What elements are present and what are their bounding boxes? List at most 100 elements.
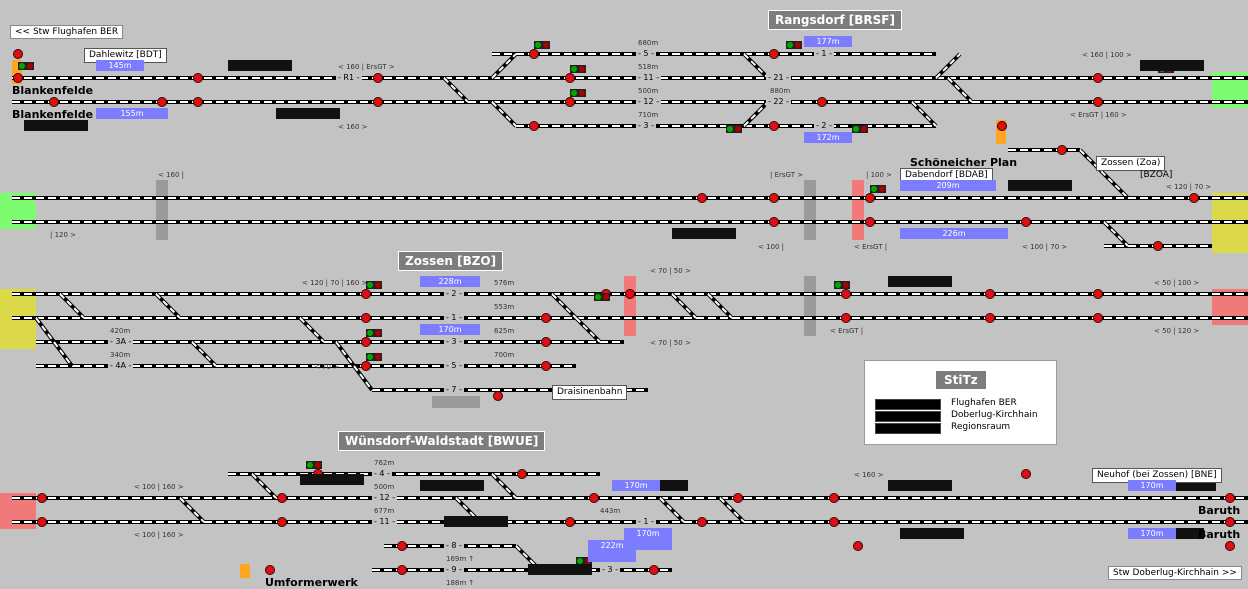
signal-10[interactable] <box>565 73 575 83</box>
nav-link-flughafen-ber[interactable]: << Stw Flughafen BER <box>10 25 124 39</box>
signal-17[interactable] <box>1093 73 1103 83</box>
signal-24[interactable] <box>865 193 875 203</box>
signal-58[interactable] <box>265 565 275 575</box>
signal-62[interactable] <box>1093 289 1103 299</box>
shunt-signal-1[interactable] <box>534 41 550 49</box>
signal-19[interactable] <box>1057 145 1067 155</box>
signal-41[interactable] <box>37 493 47 503</box>
signal-3[interactable] <box>193 73 203 83</box>
signal-61[interactable] <box>853 541 863 551</box>
track-12-rangsdorf[interactable]: - 12 - <box>636 97 662 107</box>
station-rangsdorf[interactable]: Rangsdorf [BRSF] <box>768 10 902 30</box>
shunt-signal-9[interactable] <box>366 329 382 337</box>
shunt-signal-14[interactable] <box>576 557 592 565</box>
signal-7[interactable] <box>373 73 383 83</box>
signal-32[interactable] <box>541 337 551 347</box>
track-11-rangsdorf[interactable]: - 11 - <box>636 73 662 83</box>
signal-59[interactable] <box>397 565 407 575</box>
track-3-rangsdorf[interactable]: - 3 - <box>636 121 656 131</box>
signal-50[interactable] <box>649 565 659 575</box>
nav-link-doberlug-kirchhain[interactable]: Stw Doberlug-Kirchhain >> <box>1108 566 1242 580</box>
track-4-wuensdorf[interactable]: - 4 - <box>372 469 392 479</box>
signal-38[interactable] <box>841 289 851 299</box>
signal-51[interactable] <box>733 493 743 503</box>
shunt-signal-4[interactable] <box>570 65 586 73</box>
track-3-zossen[interactable]: - 3 - <box>444 337 464 347</box>
signal-21[interactable] <box>697 193 707 203</box>
signal-20[interactable] <box>997 121 1007 131</box>
track-2-zossen[interactable]: - 2 - <box>444 289 464 299</box>
track-5-zossen[interactable]: - 5 - <box>444 361 464 371</box>
shunt-signal-16[interactable] <box>18 62 34 70</box>
signal-1[interactable] <box>13 49 23 59</box>
track-22-rangsdorf[interactable]: - 22 - <box>766 97 792 107</box>
station-wuensdorf[interactable]: Wünsdorf-Waldstadt [BWUE] <box>338 431 546 451</box>
signal-54[interactable] <box>829 517 839 527</box>
signal-29[interactable] <box>361 289 371 299</box>
shunt-signal-10[interactable] <box>366 353 382 361</box>
track-9-wuensdorf[interactable]: - 9 - <box>444 565 464 575</box>
signal-63[interactable] <box>1093 313 1103 323</box>
signal-22[interactable] <box>769 193 779 203</box>
signal-2[interactable] <box>13 73 23 83</box>
track-2-rangsdorf[interactable]: - 2 - <box>814 121 834 131</box>
shunt-signal-5[interactable] <box>570 89 586 97</box>
track-21-rangsdorf[interactable]: - 21 - <box>766 73 792 83</box>
signal-18[interactable] <box>1093 97 1103 107</box>
signal-37[interactable] <box>625 289 635 299</box>
signal-43[interactable] <box>277 493 287 503</box>
track-11-wuensdorf[interactable]: - 11 - <box>372 517 398 527</box>
track-1-wuensdorf[interactable]: - 1 - <box>636 517 656 527</box>
signal-66[interactable] <box>1021 469 1031 479</box>
signal-53[interactable] <box>829 493 839 503</box>
track-r1[interactable]: - R1 - <box>336 73 362 83</box>
shunt-signal-8[interactable] <box>366 281 382 289</box>
signal-46[interactable] <box>517 469 527 479</box>
signal-6[interactable] <box>157 97 167 107</box>
signal-60[interactable] <box>397 541 407 551</box>
signal-25[interactable] <box>865 217 875 227</box>
track-3a[interactable]: - 3A - <box>108 337 134 347</box>
track-4a[interactable]: - 4A - <box>108 361 134 371</box>
station-zossen[interactable]: Zossen [BZO] <box>398 251 504 271</box>
signal-12[interactable] <box>529 121 539 131</box>
signal-5[interactable] <box>49 97 59 107</box>
signal-23[interactable] <box>769 217 779 227</box>
signal-33[interactable] <box>361 337 371 347</box>
track-1-rangsdorf[interactable]: - 1 - <box>814 49 834 59</box>
shunt-signal-11[interactable] <box>594 293 610 301</box>
signal-11[interactable] <box>565 97 575 107</box>
signal-44[interactable] <box>277 517 287 527</box>
signal-13[interactable] <box>769 49 779 59</box>
signal-27[interactable] <box>1189 193 1199 203</box>
signal-31[interactable] <box>541 313 551 323</box>
signal-16[interactable] <box>769 121 779 131</box>
signal-39[interactable] <box>841 313 851 323</box>
signal-26[interactable] <box>1021 217 1031 227</box>
signal-55[interactable] <box>1225 493 1235 503</box>
shunt-signal-12[interactable] <box>834 281 850 289</box>
track-7-zossen[interactable]: - 7 - <box>444 385 464 395</box>
shunt-signal-7[interactable] <box>870 185 886 193</box>
shunt-signal-13[interactable] <box>306 461 322 469</box>
track-5-rangsdorf[interactable]: - 5 - <box>636 49 656 59</box>
signal-30[interactable] <box>361 313 371 323</box>
signal-42[interactable] <box>37 517 47 527</box>
signal-56[interactable] <box>1225 517 1235 527</box>
signal-65[interactable] <box>985 313 995 323</box>
track-12-wuensdorf[interactable]: - 12 - <box>372 493 398 503</box>
shunt-signal-2[interactable] <box>786 41 802 49</box>
signal-9[interactable] <box>529 49 539 59</box>
track-1-zossen[interactable]: - 1 - <box>444 313 464 323</box>
signal-28[interactable] <box>1153 241 1163 251</box>
signal-40[interactable] <box>493 391 503 401</box>
signal-35[interactable] <box>541 361 551 371</box>
signal-64[interactable] <box>985 289 995 299</box>
signal-34[interactable] <box>361 361 371 371</box>
track-3-wuensdorf[interactable]: - 3 - <box>600 565 620 575</box>
track-8-wuensdorf[interactable]: - 8 - <box>444 541 464 551</box>
shunt-signal-3[interactable] <box>852 125 868 133</box>
signal-4[interactable] <box>193 97 203 107</box>
signal-57[interactable] <box>1225 541 1235 551</box>
signal-8[interactable] <box>373 97 383 107</box>
